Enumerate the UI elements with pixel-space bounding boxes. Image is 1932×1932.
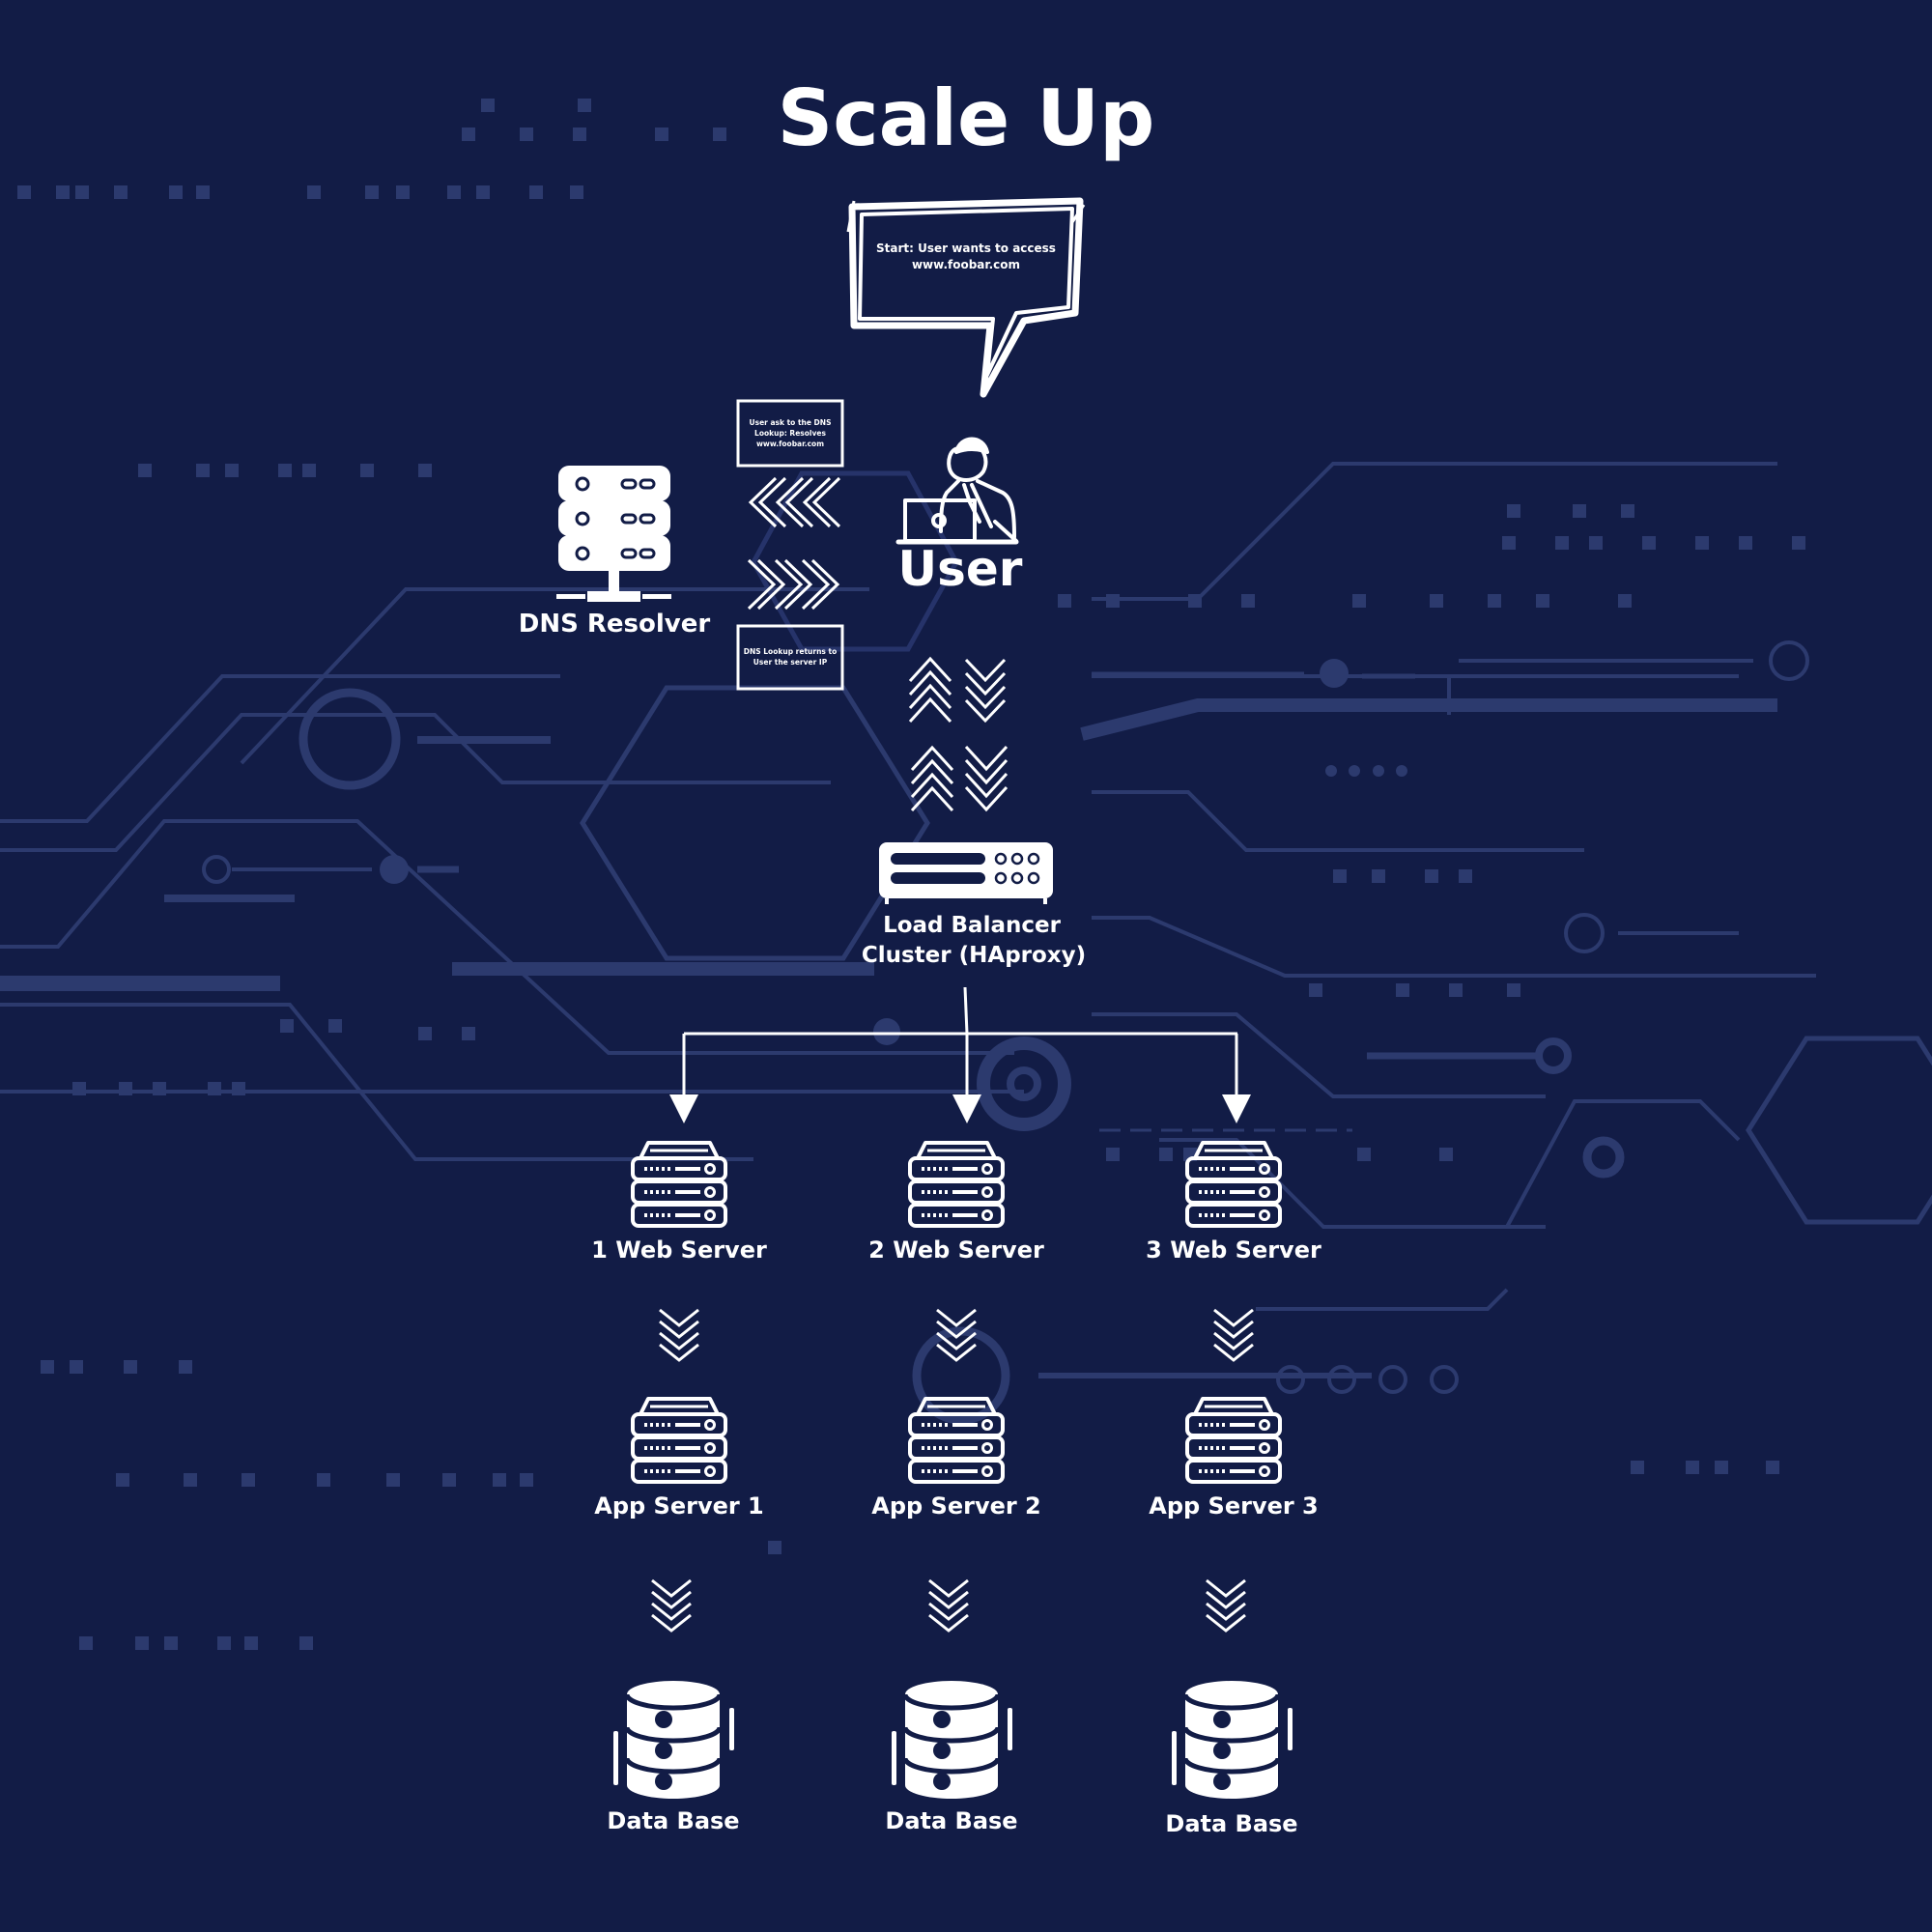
web-server-2-label: 2 Web Server — [868, 1236, 1044, 1264]
speech-bubble-line2: www.foobar.com — [912, 258, 1020, 271]
app-server-2-icon — [908, 1397, 1005, 1484]
app-server-3-icon — [1185, 1397, 1282, 1484]
database-3-label: Data Base — [1165, 1810, 1297, 1837]
user-icon — [895, 437, 1019, 545]
dns-response-note: DNS Lookup returns to User the server IP — [736, 624, 844, 691]
database-2-label: Data Base — [885, 1807, 1017, 1834]
web-server-3-label: 3 Web Server — [1146, 1236, 1321, 1264]
app-server-1-label: App Server 1 — [594, 1492, 764, 1520]
database-3-icon — [1172, 1681, 1293, 1799]
app-server-1-icon — [631, 1397, 727, 1484]
dns-resolver-label: DNS Resolver — [519, 610, 711, 639]
web-server-3-icon — [1185, 1141, 1282, 1228]
web-server-1-icon — [631, 1141, 727, 1228]
circuit-nodes — [17, 99, 1805, 1650]
dns-request-line2: Lookup: Resolves — [754, 429, 826, 438]
dns-request-note: User ask to the DNS Lookup: Resolves www… — [736, 399, 844, 468]
chevrons-right-icon — [747, 558, 840, 611]
database-1-icon — [613, 1681, 734, 1799]
chevrons-down-icon — [1206, 1578, 1246, 1633]
chevrons-down-icon — [936, 1308, 977, 1362]
chevrons-up-icon — [908, 656, 954, 812]
app-server-3-label: App Server 3 — [1149, 1492, 1319, 1520]
database-1-label: Data Base — [607, 1807, 739, 1834]
load-balancer-icon — [879, 842, 1053, 904]
chevrons-left-icon — [748, 476, 841, 528]
chevrons-down-icon — [928, 1578, 969, 1633]
dns-request-line3: www.foobar.com — [756, 440, 824, 448]
dns-response-line2: User the server IP — [753, 658, 828, 667]
load-balancer-label-line1: Load Balancer — [883, 913, 1062, 938]
web-server-2-icon — [908, 1141, 1005, 1228]
dns-resolver-icon — [556, 466, 671, 602]
page-title: Scale Up — [778, 73, 1155, 163]
database-2-icon — [892, 1681, 1012, 1799]
web-server-1-label: 1 Web Server — [591, 1236, 767, 1264]
speech-bubble — [846, 197, 1086, 398]
dns-request-line1: User ask to the DNS — [750, 418, 832, 427]
app-server-2-label: App Server 2 — [871, 1492, 1041, 1520]
chevrons-down-icon — [659, 1308, 699, 1362]
speech-bubble-line1: Start: User wants to access — [876, 242, 1056, 255]
chevrons-down-icon — [651, 1578, 692, 1633]
lb-connectors — [669, 986, 1251, 1123]
chevrons-down-icon — [1213, 1308, 1254, 1362]
load-balancer-label-line2: Cluster (HAproxy) — [862, 943, 1086, 968]
user-label: User — [898, 541, 1023, 597]
chevrons-down-icon — [964, 658, 1009, 812]
circuit-background — [0, 462, 1932, 1425]
dns-response-line1: DNS Lookup returns to — [744, 647, 837, 656]
